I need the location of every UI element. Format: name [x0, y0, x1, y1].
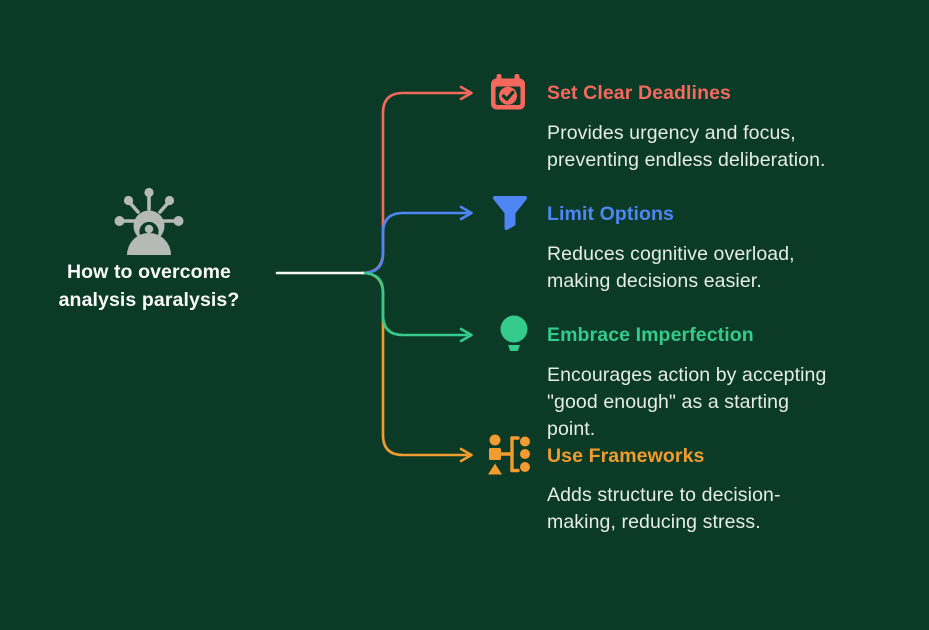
arrowhead-imperfection: [459, 327, 473, 343]
lightbulb-icon: [490, 310, 538, 358]
funnel-icon: [486, 189, 534, 237]
branch-line-imperfection: [360, 271, 469, 337]
root-question: How to overcome analysis paralysis?: [58, 261, 240, 311]
branch-title-deadlines: Set Clear Deadlines: [547, 82, 731, 104]
branch-line-deadlines: [360, 91, 469, 275]
branch-line-frameworks: [360, 271, 469, 457]
calendar-check-icon: [484, 70, 532, 118]
arrowhead-deadlines: [459, 85, 473, 101]
branch-desc-deadlines: Provides urgency and focus, preventing e…: [547, 122, 826, 171]
overwhelmed-person-icon: [110, 183, 188, 261]
branch-desc-imperfection: Encourages action by accepting "good eno…: [547, 364, 827, 440]
branch-title-imperfection: Embrace Imperfection: [547, 324, 754, 346]
arrowhead-options: [459, 205, 473, 221]
frameworks-icon: [484, 431, 532, 479]
arrowhead-frameworks: [459, 447, 473, 463]
branch-desc-frameworks: Adds structure to decision- making, redu…: [547, 484, 781, 533]
branch-title-options: Limit Options: [547, 203, 674, 225]
branch-line-options: [360, 211, 469, 275]
branch-title-frameworks: Use Frameworks: [547, 445, 705, 467]
branch-desc-options: Reduces cognitive overload, making decis…: [547, 243, 795, 292]
